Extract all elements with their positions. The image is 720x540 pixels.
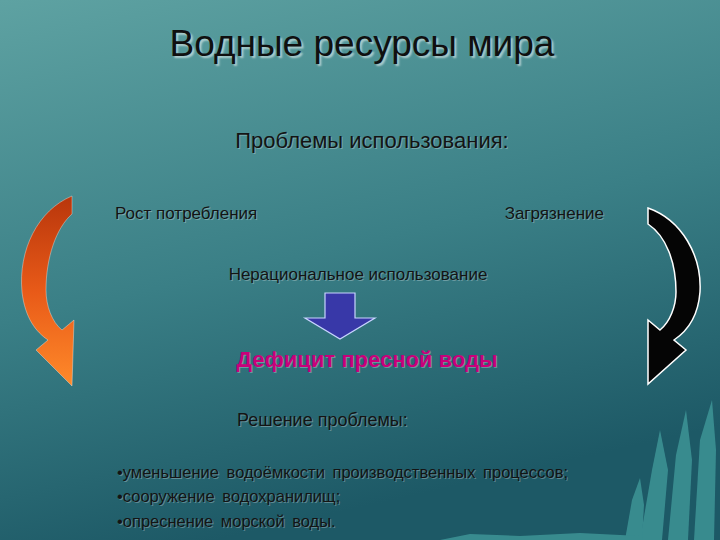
result-label: Дефицит пресной воды	[236, 347, 497, 373]
subheading: Проблемы использования:	[235, 128, 509, 154]
subheading: Решение проблемы:	[237, 410, 408, 432]
bullet-item: •сооружение водохранилищ;	[117, 487, 340, 507]
problem-label: Загрязнение	[505, 204, 604, 224]
curved-arrow	[21, 196, 74, 386]
problem-label: Нерациональное использование	[229, 265, 488, 285]
bullet-item: •уменьшение водоёмкости производственных…	[117, 463, 568, 483]
problem-label: Рост потребления	[115, 204, 257, 224]
down-arrow	[305, 293, 375, 339]
curved-arrow	[648, 208, 700, 384]
title: Водные ресурсы мира	[170, 22, 555, 66]
bullet-item: •опреснение морской воды.	[117, 512, 336, 532]
